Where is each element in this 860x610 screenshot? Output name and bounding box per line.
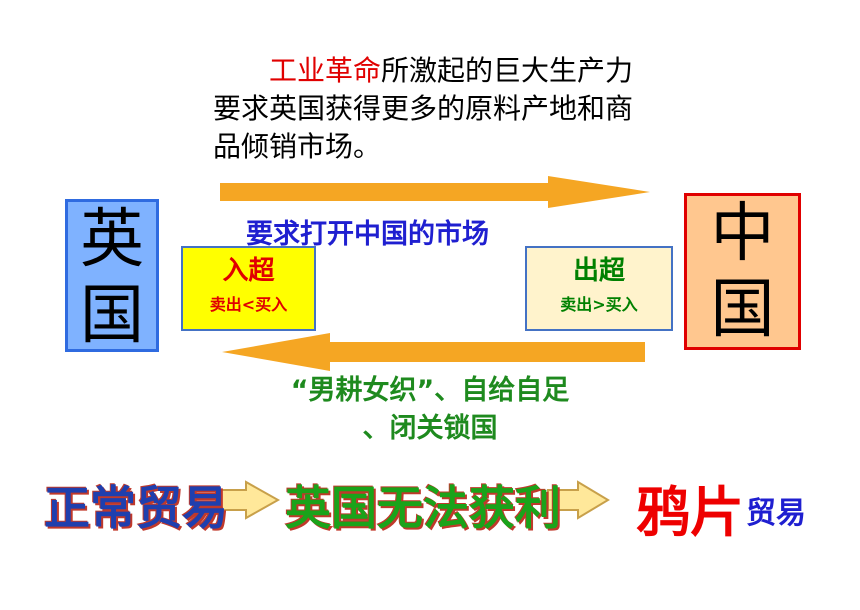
china-desc-line-2: 、闭关锁国 bbox=[362, 413, 498, 444]
export-surplus-formula: 卖出>买入 bbox=[560, 295, 638, 314]
britain-box: 英 国 bbox=[65, 199, 159, 353]
britain-char-1: 英 bbox=[80, 203, 144, 277]
china-box: 中 国 bbox=[684, 193, 801, 350]
arrow-britain-to-china bbox=[220, 176, 650, 208]
small-arrow-2 bbox=[547, 480, 610, 520]
export-surplus-box: 出超 卖出>买入 bbox=[525, 246, 673, 331]
export-surplus-title: 出超 bbox=[572, 256, 625, 286]
flow-step-opium: 鸦片 bbox=[636, 480, 744, 544]
china-char-2: 国 bbox=[710, 273, 775, 347]
import-surplus-title: 入超 bbox=[222, 256, 275, 286]
import-surplus-formula: 卖出<买入 bbox=[209, 295, 288, 314]
industrial-revolution-highlight: 工业革命 bbox=[269, 54, 382, 87]
intro-paragraph: 工业革命所激起的巨大生产力要求英国获得更多的原料产地和商品倾销市场。 bbox=[213, 52, 643, 166]
import-surplus-box: 入超 卖出<买入 bbox=[181, 246, 316, 331]
flow-step-britain-no-profit: 英国无法获利 bbox=[285, 481, 561, 535]
flow-step-normal-trade: 正常贸易 bbox=[44, 481, 228, 535]
small-arrow-1 bbox=[217, 480, 281, 520]
china-char-1: 中 bbox=[710, 197, 775, 271]
china-desc-line-1: “男耕女织”、自给自足 bbox=[290, 375, 570, 406]
flow-step-trade: 贸易 bbox=[746, 496, 806, 531]
china-economy-description: “男耕女织”、自给自足 、闭关锁国 bbox=[230, 372, 630, 448]
demand-label: 要求打开中国的市场 bbox=[246, 219, 489, 250]
britain-char-2: 国 bbox=[80, 279, 144, 353]
arrow-china-to-britain bbox=[222, 333, 645, 371]
intro-text: 所激起的巨大生产力要求英国获得更多的原料产地和商品倾销市场。 bbox=[213, 54, 634, 163]
